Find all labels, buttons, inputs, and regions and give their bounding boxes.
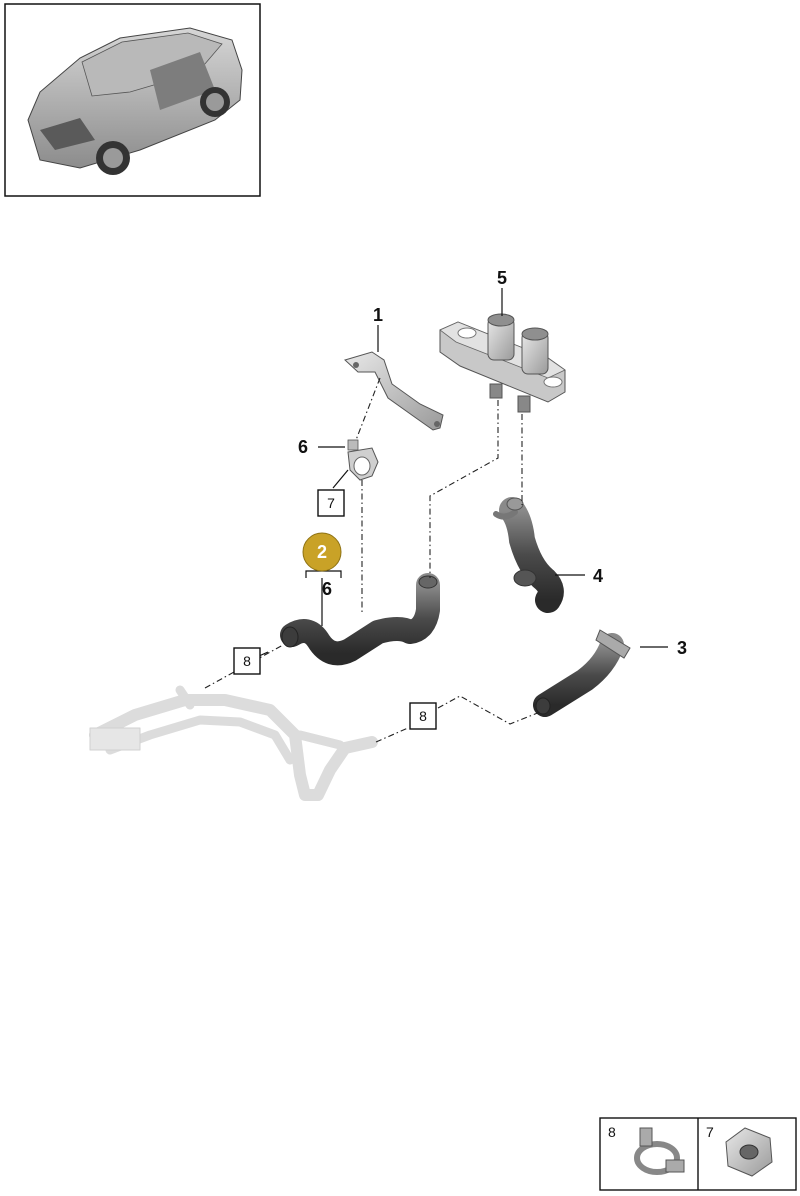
box-8a-text: 8 xyxy=(243,653,251,669)
box-8b-text: 8 xyxy=(419,708,427,724)
legend-num-8: 8 xyxy=(608,1124,616,1140)
legend: 8 7 xyxy=(599,1117,797,1191)
vehicle-thumbnail xyxy=(4,3,261,197)
box-7-text: 7 xyxy=(327,495,335,511)
callout-1: 1 xyxy=(373,305,383,325)
part-2-hose xyxy=(280,573,440,666)
part-3-hose xyxy=(533,629,631,717)
callout-4: 4 xyxy=(593,566,603,586)
callout-6-group: 6 xyxy=(322,579,332,599)
ghost-pipe-assembly xyxy=(89,685,378,801)
callout-6-clamp: 6 xyxy=(298,437,308,457)
hex-nut-icon xyxy=(725,1127,773,1177)
part-4-hose xyxy=(493,497,564,613)
assembly-lines xyxy=(204,377,541,743)
part-5-valve-block xyxy=(439,313,566,413)
callout-5: 5 xyxy=(497,268,507,288)
boxed-label-8-middle: 8 xyxy=(409,702,437,730)
highlight-callout-2: 2 xyxy=(302,532,342,572)
part-6-clamp xyxy=(347,439,379,481)
hose-clamp-icon xyxy=(634,1127,685,1175)
callout-3: 3 xyxy=(677,638,687,658)
legend-num-7: 7 xyxy=(706,1124,714,1140)
callouts: 1 5 6 4 3 6 xyxy=(298,268,687,658)
part-1-bracket xyxy=(344,351,444,431)
highlight-label: 2 xyxy=(317,542,327,562)
boxed-label-8-left: 8 xyxy=(233,647,261,675)
boxed-label-7: 7 xyxy=(317,489,345,517)
car-illustration xyxy=(27,27,243,175)
